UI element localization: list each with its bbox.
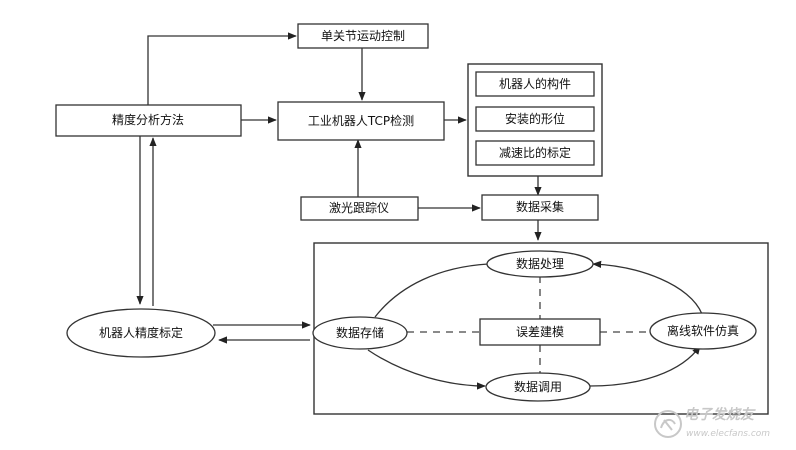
node-precision-analysis-method-label: 精度分析方法 <box>112 112 184 127</box>
node-data-collection: 数据采集 <box>481 194 599 221</box>
watermark-text: 电子发烧友 <box>684 406 756 423</box>
node-reducer-calibration-label: 减速比的标定 <box>499 145 571 160</box>
edge-method-to-joint <box>147 32 297 105</box>
watermark-logo-icon <box>654 410 682 438</box>
watermark: 电子发烧友 www.elecfans.com <box>654 406 770 439</box>
factors-frame <box>467 63 603 177</box>
node-installation-position-label: 安装的形位 <box>505 111 565 126</box>
node-laser-tracker: 激光跟踪仪 <box>300 196 419 221</box>
edge-store-to-call <box>367 349 486 390</box>
node-data-collection-label: 数据采集 <box>516 199 564 214</box>
node-robot-precision-calibration: 机器人精度标定 <box>66 308 216 358</box>
node-tcp-detection: 工业机器人TCP检测 <box>277 101 445 141</box>
edge-call-to-sim <box>589 345 701 387</box>
node-precision-analysis-method: 精度分析方法 <box>55 104 242 137</box>
node-reducer-calibration: 减速比的标定 <box>475 140 595 166</box>
node-tcp-detection-label: 工业机器人TCP检测 <box>308 113 414 128</box>
edges <box>136 32 703 390</box>
node-robot-precision-calibration-label: 机器人精度标定 <box>99 325 183 340</box>
node-error-modeling-label: 误差建模 <box>516 325 564 339</box>
node-installation-position: 安装的形位 <box>475 106 595 132</box>
watermark-url: www.elecfans.com <box>686 429 770 439</box>
node-data-call-label: 数据调用 <box>514 379 562 394</box>
node-robot-components: 机器人的构件 <box>475 71 595 97</box>
node-data-storage-label: 数据存储 <box>336 325 384 340</box>
node-single-joint-control: 单关节运动控制 <box>297 23 429 49</box>
node-single-joint-control-label: 单关节运动控制 <box>321 29 405 43</box>
node-data-processing: 数据处理 <box>486 250 594 278</box>
edge-store-to-process <box>374 263 489 318</box>
node-data-call: 数据调用 <box>485 372 591 402</box>
edge-sim-to-process <box>592 260 703 315</box>
node-error-modeling: 误差建模 <box>479 318 601 346</box>
node-offline-simulation: 离线软件仿真 <box>649 312 757 350</box>
node-offline-simulation-label: 离线软件仿真 <box>667 323 739 338</box>
node-laser-tracker-label: 激光跟踪仪 <box>329 201 389 215</box>
node-data-storage: 数据存储 <box>312 316 408 350</box>
node-data-processing-label: 数据处理 <box>516 256 564 271</box>
node-robot-components-label: 机器人的构件 <box>499 76 571 91</box>
